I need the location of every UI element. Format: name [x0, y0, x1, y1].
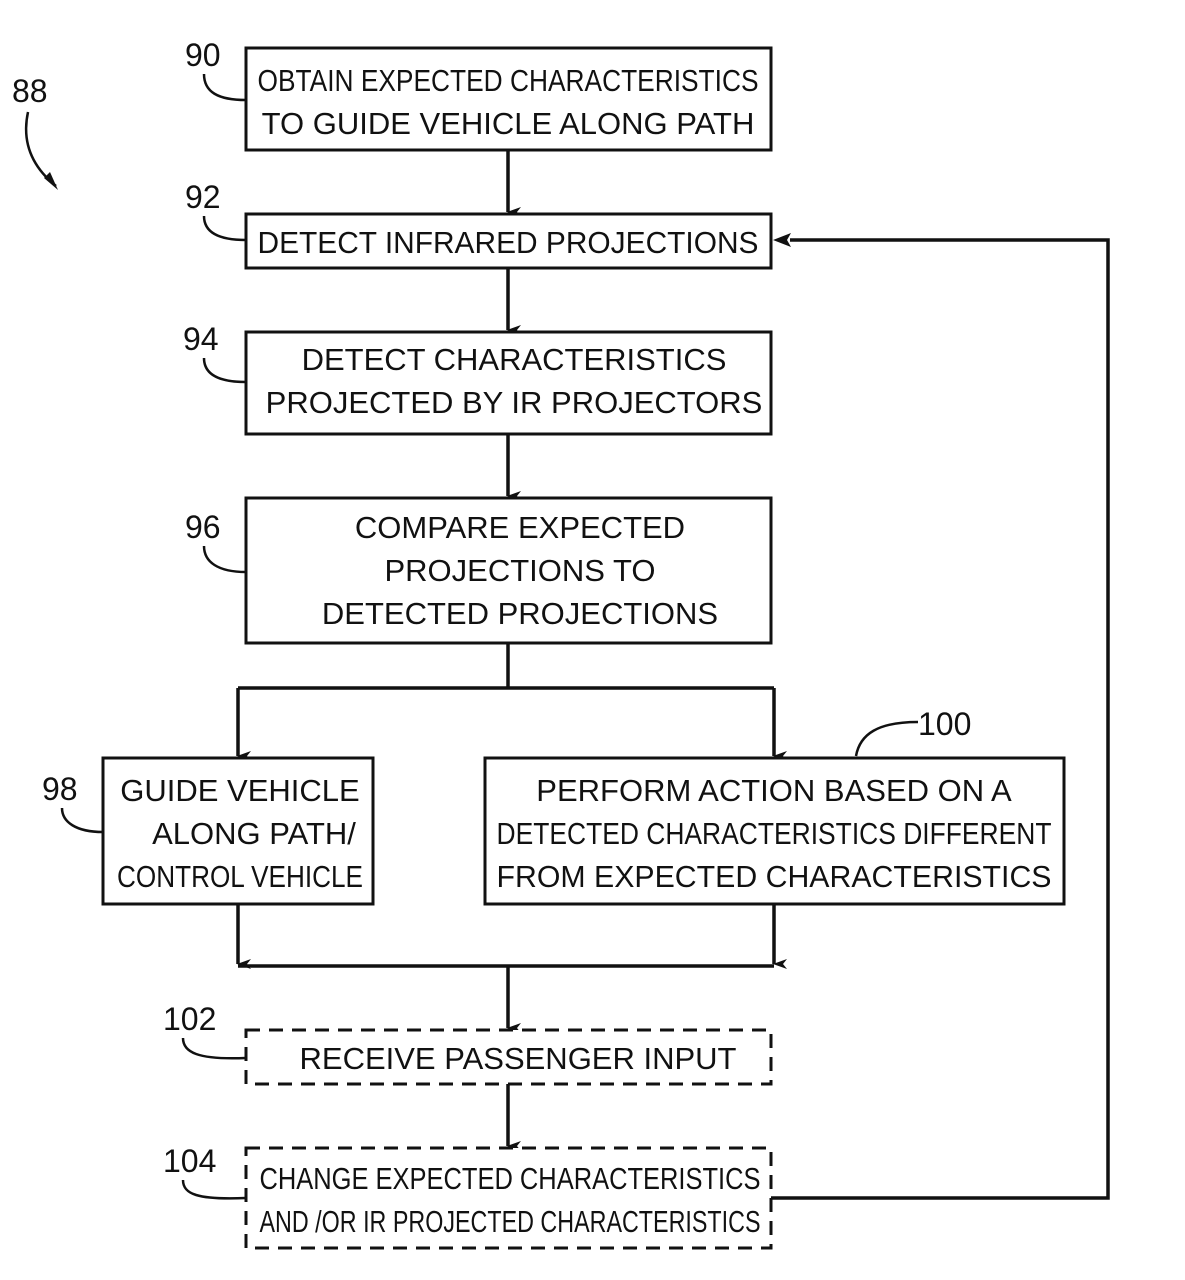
leader-line	[181, 1037, 247, 1060]
step-text: TO GUIDE VEHICLE ALONG PATH	[262, 106, 755, 141]
step-text: RECEIVE PASSENGER INPUT	[300, 1041, 737, 1076]
step-text: DETECTED CHARACTERISTICS DIFFERENT	[497, 816, 1052, 851]
step-92: DETECT INFRARED PROJECTIONS 92	[185, 179, 773, 270]
step-104: CHANGE EXPECTED CHARACTERISTICS AND /OR …	[163, 1143, 773, 1250]
leader-line	[202, 73, 247, 102]
step-ref: 104	[163, 1143, 216, 1179]
leader-line	[854, 720, 919, 757]
step-ref: 102	[163, 1001, 216, 1037]
step-text: DETECTED PROJECTIONS	[322, 596, 718, 631]
step-text: DETECT CHARACTERISTICS	[302, 342, 727, 377]
leader-line	[202, 545, 247, 574]
step-ref: 94	[183, 321, 219, 357]
figure-label: 88	[12, 73, 48, 109]
step-ref: 90	[185, 37, 221, 73]
step-box-optional	[244, 1146, 773, 1250]
step-text: PERFORM ACTION BASED ON A	[536, 773, 1012, 808]
step-ref: 100	[918, 706, 971, 742]
step-text: FROM EXPECTED CHARACTERISTICS	[497, 859, 1052, 894]
leader-line	[181, 1179, 247, 1200]
figure-arrow-head	[44, 172, 58, 190]
step-text: GUIDE VEHICLE	[120, 773, 359, 808]
step-98: GUIDE VEHICLE ALONG PATH/ CONTROL VEHICL…	[42, 756, 375, 906]
step-text: PROJECTIONS TO	[384, 553, 655, 588]
step-box-optional	[244, 1028, 773, 1086]
step-90: OBTAIN EXPECTED CHARACTERISTICS TO GUIDE…	[185, 37, 773, 152]
step-text: AND /OR IR PROJECTED CHARACTERISTICS	[260, 1204, 761, 1239]
loop-connector	[771, 238, 1110, 1200]
step-text: DETECT INFRARED PROJECTIONS	[258, 225, 759, 260]
step-ref: 96	[185, 509, 221, 545]
step-100: PERFORM ACTION BASED ON A DETECTED CHARA…	[483, 706, 1066, 906]
step-box	[244, 46, 773, 152]
step-94: DETECT CHARACTERISTICS PROJECTED BY IR P…	[183, 321, 773, 436]
step-text: COMPARE EXPECTED	[355, 510, 685, 545]
step-102: RECEIVE PASSENGER INPUT 102	[163, 1001, 773, 1086]
step-text: ALONG PATH/	[152, 816, 356, 851]
step-box	[101, 756, 375, 906]
leader-line	[60, 807, 104, 834]
step-ref: 98	[42, 771, 78, 807]
leader-line	[202, 215, 247, 242]
step-text: PROJECTED BY IR PROJECTORS	[266, 385, 763, 420]
step-96: COMPARE EXPECTED PROJECTIONS TO DETECTED…	[185, 496, 773, 645]
step-text: CONTROL VEHICLE	[117, 859, 363, 894]
loop-arrow-head	[773, 233, 791, 247]
step-ref: 92	[185, 179, 221, 215]
figure-arrow	[24, 111, 57, 187]
step-box	[483, 756, 1066, 906]
step-text: OBTAIN EXPECTED CHARACTERISTICS	[258, 63, 759, 98]
step-text: CHANGE EXPECTED CHARACTERISTICS	[260, 1161, 761, 1196]
leader-line	[202, 357, 247, 384]
